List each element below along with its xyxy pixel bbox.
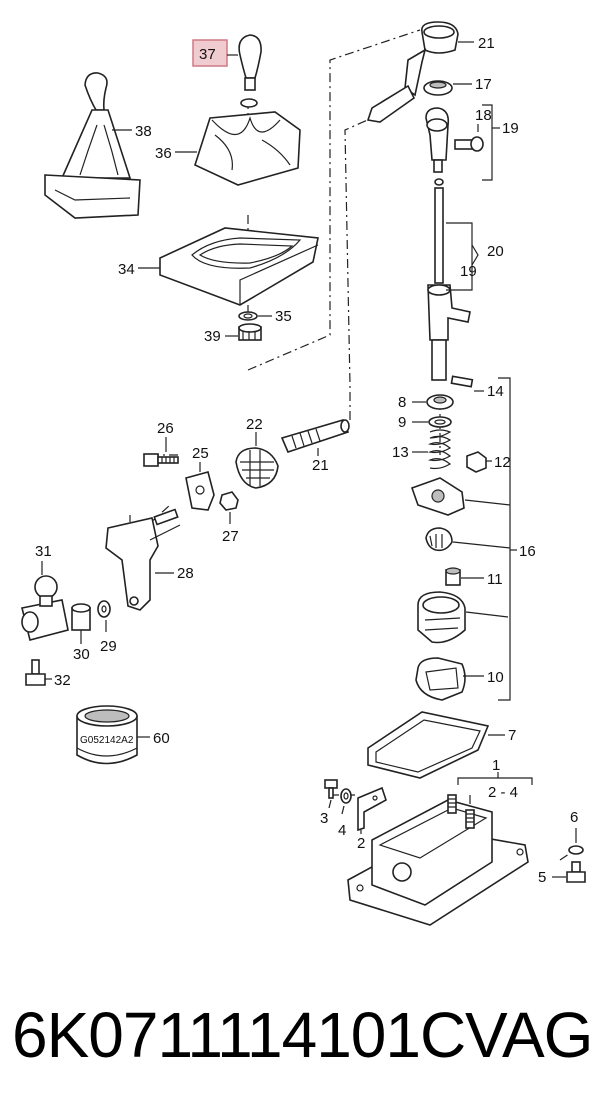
- label-30: 30: [73, 646, 90, 663]
- part-17-bush[interactable]: [423, 80, 453, 96]
- label-4: 4: [338, 822, 346, 839]
- part-37-gear-knob[interactable]: [238, 34, 262, 91]
- part-21-connecting-shaft[interactable]: [280, 419, 350, 453]
- label-2-4: 2 - 4: [488, 784, 518, 801]
- label-10: 10: [487, 669, 504, 686]
- part-29-washer[interactable]: [97, 600, 111, 618]
- label-31: 31: [35, 543, 52, 560]
- part-30-bush[interactable]: [71, 603, 91, 631]
- part-35-washer[interactable]: [238, 311, 258, 321]
- label-19-top: 19: [502, 120, 519, 137]
- label-22: 22: [246, 416, 263, 433]
- part-20-shift-shaft[interactable]: [427, 178, 471, 381]
- label-20: 20: [487, 243, 504, 260]
- label-32: 32: [54, 672, 71, 689]
- part-19-lever-bearing[interactable]: [425, 107, 450, 173]
- part-2-4-studs[interactable]: [447, 794, 475, 829]
- label-21-top: 21: [478, 35, 495, 52]
- part-32-bolt[interactable]: [25, 659, 46, 686]
- brand: VAG: [465, 999, 593, 1071]
- part-5-bolt[interactable]: [566, 861, 586, 883]
- part-2-bracket[interactable]: [357, 786, 387, 832]
- part-9-ring[interactable]: [428, 416, 452, 428]
- label-28: 28: [177, 565, 194, 582]
- label-7: 7: [508, 727, 516, 744]
- part-36-boot-frame[interactable]: [194, 98, 301, 186]
- part-12-nut[interactable]: [466, 451, 487, 473]
- part-18-bolt[interactable]: [454, 136, 484, 152]
- part-31-ball-joint[interactable]: [21, 575, 69, 641]
- label-36: 36: [155, 145, 172, 162]
- part-26-bolt[interactable]: [143, 453, 179, 467]
- highlight-box: [192, 39, 228, 67]
- label-8: 8: [398, 394, 406, 411]
- label-37: 37: [199, 46, 216, 63]
- part-28-bracket[interactable]: [105, 508, 181, 611]
- label-2: 2: [357, 835, 365, 852]
- label-14: 14: [487, 383, 504, 400]
- footer: 6K0711114101C VAG: [0, 990, 600, 1090]
- part-14-pin[interactable]: [450, 375, 474, 388]
- can-marking: G052142A2: [80, 735, 134, 746]
- label-39: 39: [204, 328, 221, 345]
- label-17: 17: [475, 76, 492, 93]
- part-34-cover-trim[interactable]: [159, 227, 319, 306]
- label-60: 60: [153, 730, 170, 747]
- part-16-guide-housing[interactable]: [417, 591, 466, 644]
- part-60-grease-can[interactable]: [76, 705, 138, 765]
- part-39-nut[interactable]: [238, 323, 262, 341]
- part-21-selector-lever-top[interactable]: [366, 21, 459, 123]
- label-25: 25: [192, 445, 209, 462]
- part-10-gasket[interactable]: [415, 657, 466, 701]
- part-11-bush[interactable]: [445, 567, 461, 586]
- label-12: 12: [494, 454, 511, 471]
- part-8-bearing[interactable]: [426, 394, 454, 410]
- label-13: 13: [392, 444, 409, 461]
- label-6: 6: [570, 809, 578, 826]
- label-18: 18: [475, 107, 492, 124]
- part-7-seal[interactable]: [367, 711, 490, 779]
- label-38: 38: [135, 123, 152, 140]
- label-21-shaft: 21: [312, 457, 329, 474]
- part-25-clamp[interactable]: [185, 471, 215, 511]
- label-29: 29: [100, 638, 117, 655]
- part-16-ball-cup[interactable]: [425, 527, 453, 552]
- label-9: 9: [398, 414, 406, 431]
- label-16: 16: [519, 543, 536, 560]
- part-27-nut[interactable]: [219, 491, 239, 511]
- part-3-bolt[interactable]: [324, 779, 338, 799]
- label-5: 5: [538, 869, 546, 886]
- part-38-gear-gaiter[interactable]: [44, 72, 141, 219]
- label-35: 35: [275, 308, 292, 325]
- part-6-washer[interactable]: [568, 845, 584, 855]
- part-22-joint[interactable]: [235, 447, 279, 489]
- part-1-gearshift-housing[interactable]: [347, 799, 529, 926]
- part-number: 6K0711114101C: [12, 999, 466, 1071]
- label-26: 26: [157, 420, 174, 437]
- label-19-mid: 19: [460, 263, 477, 280]
- label-11: 11: [487, 571, 503, 588]
- label-34: 34: [118, 261, 135, 278]
- label-1: 1: [492, 757, 500, 774]
- part-4-washer[interactable]: [340, 788, 352, 804]
- label-3: 3: [320, 810, 328, 827]
- part-16-relay-lever[interactable]: [410, 477, 465, 516]
- label-27: 27: [222, 528, 239, 545]
- part-13-spring[interactable]: [427, 429, 452, 470]
